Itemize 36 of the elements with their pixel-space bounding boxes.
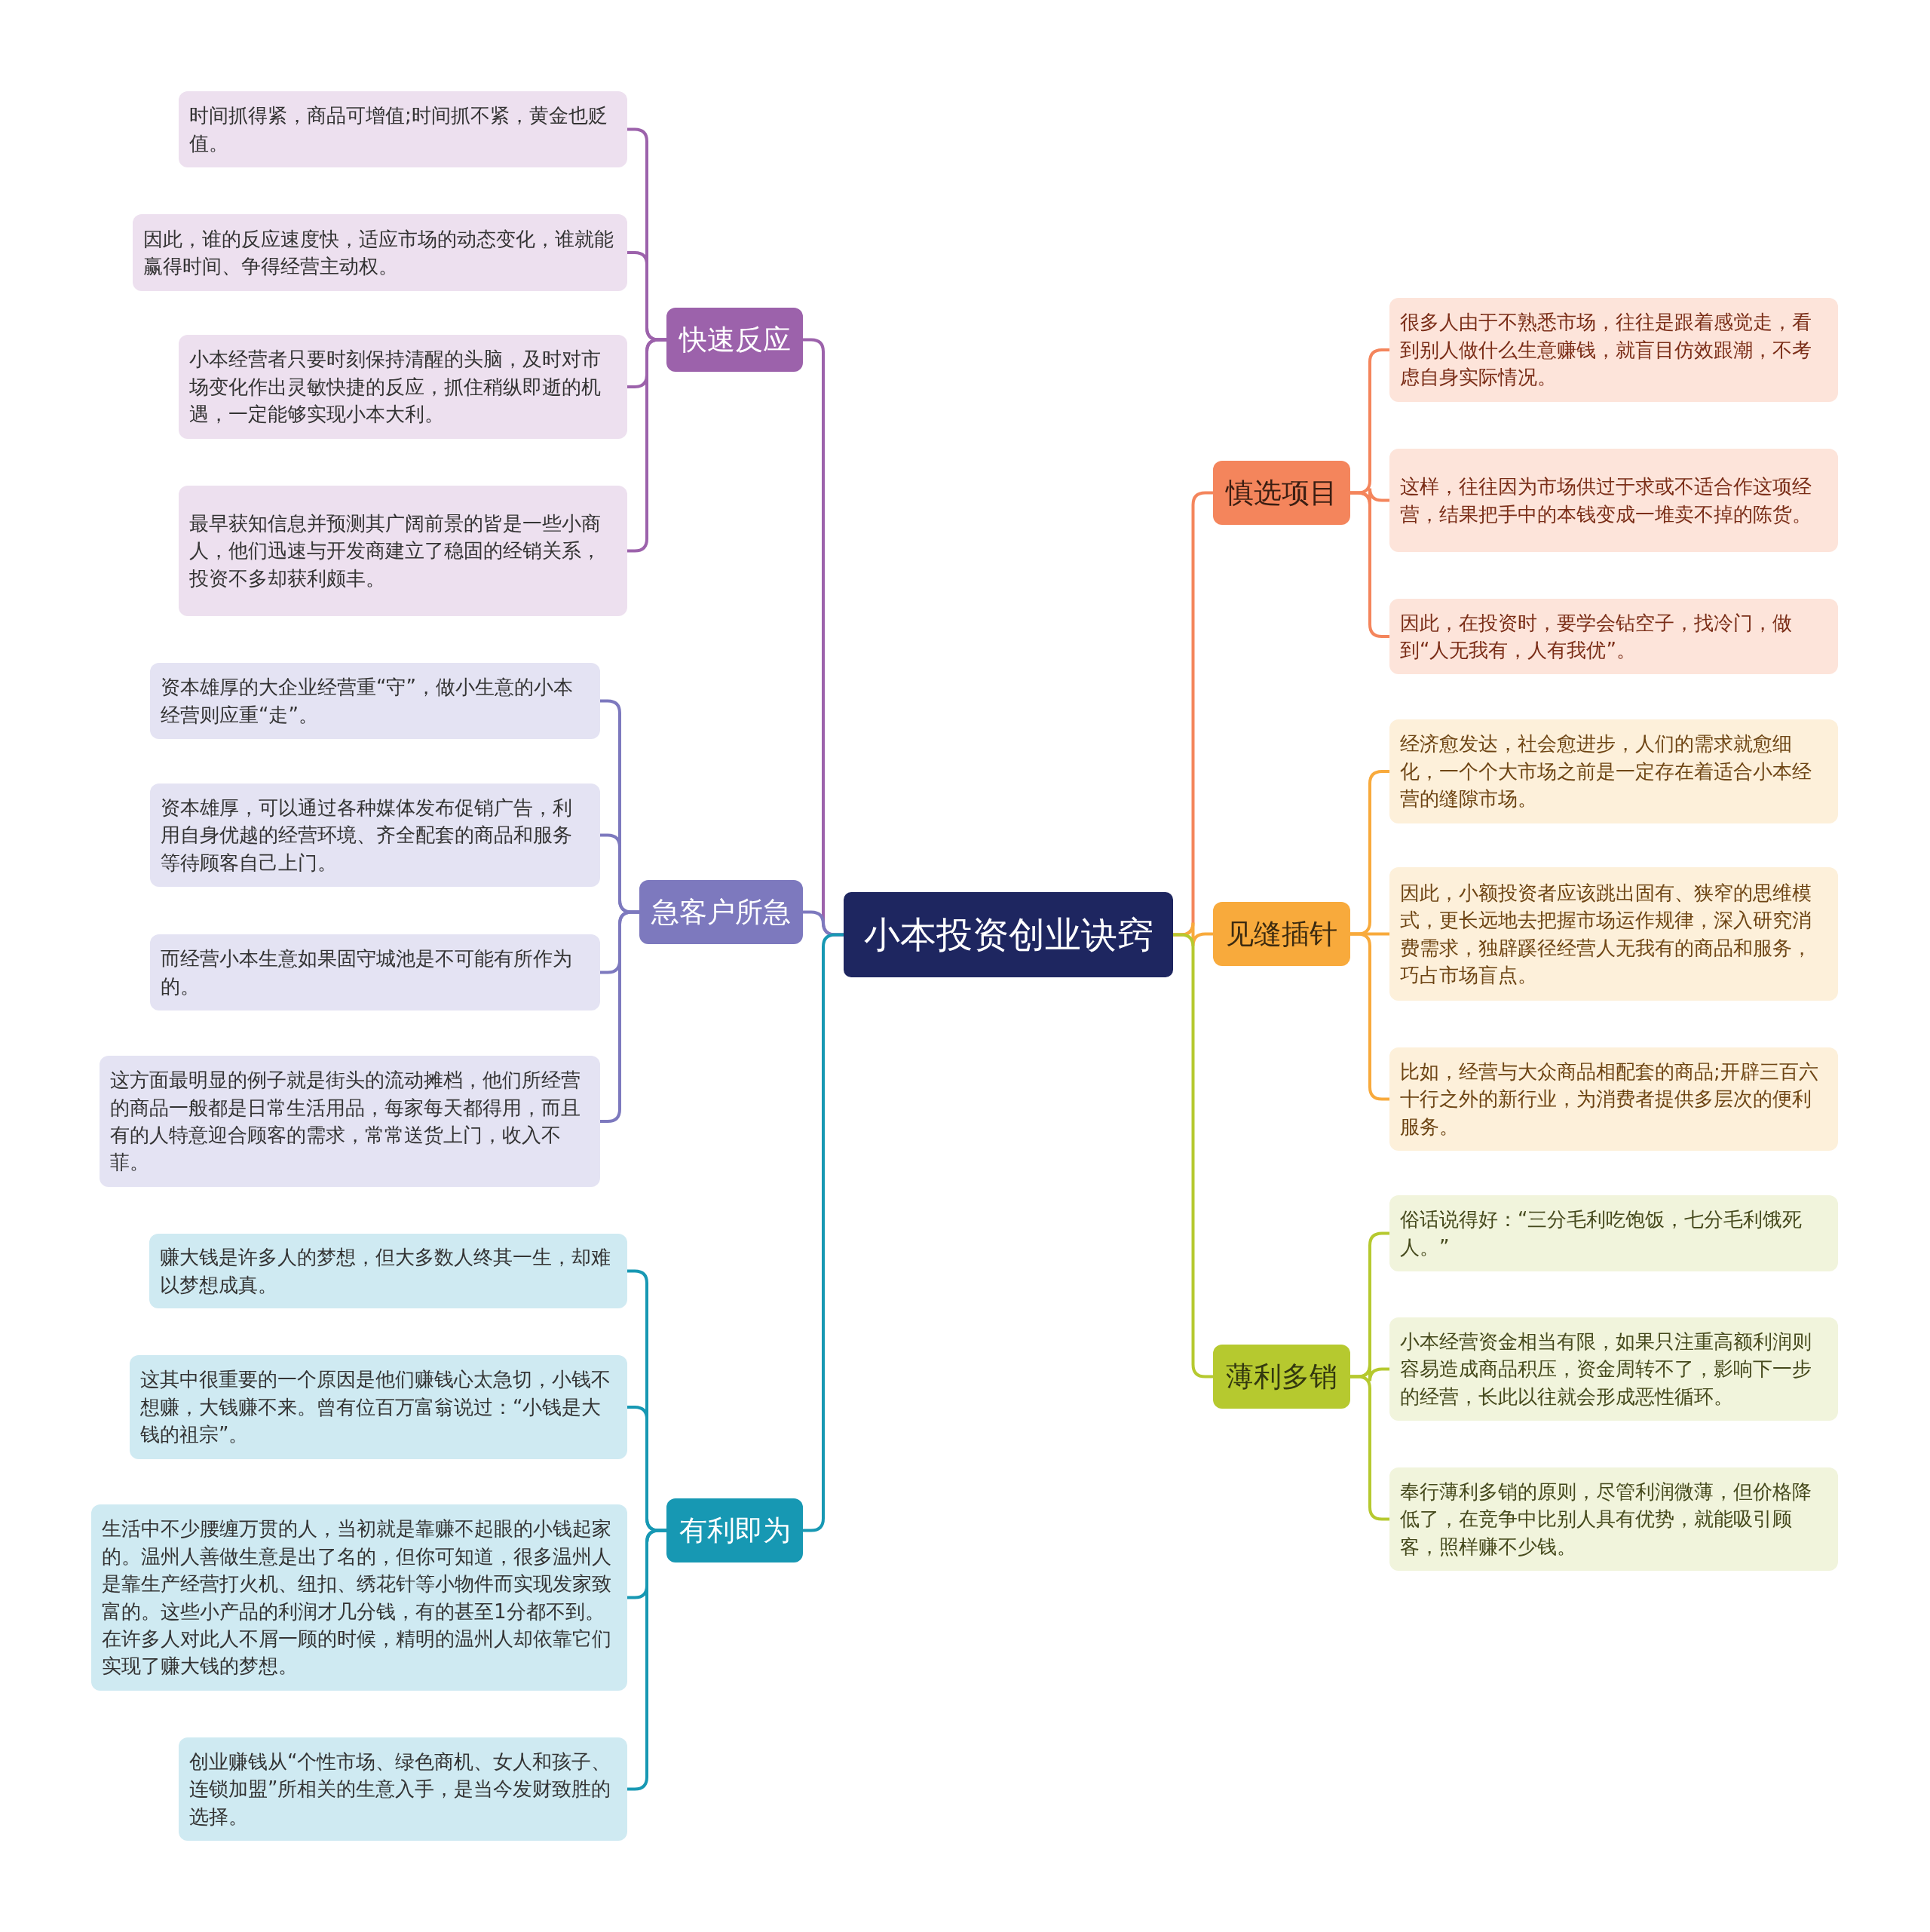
connector-line — [627, 1529, 666, 1791]
note-box: 这样，往往因为市场供过于求或不适合作这项经营，结果把手中的本钱变成一堆卖不掉的陈货。 — [1389, 449, 1838, 552]
connector-line — [1350, 1375, 1389, 1521]
connector-line — [1350, 491, 1389, 638]
note-box: 生活中不少腰缠万贯的人，当初就是靠赚不起眼的小钱起家的。温州人善做生意是出了名的，但你可知道，很多温州人是靠生产经营打火机、纽扣、绣花针等小物件而实现发家致富的。这些小产品的利润才几分钱，有的甚至1分都不到。在许多人对此人不屑一顾的时候，精明的温州人却依靠它们实现了赚大钱的梦想。 — [91, 1504, 627, 1691]
connector-line — [803, 933, 844, 1532]
connector-line — [627, 338, 666, 553]
note-box: 很多人由于不熟悉市场，往往是跟着感觉走，看到别人做什么生意赚钱，就盲目仿效跟潮，不考虑自身实际情况。 — [1389, 298, 1838, 402]
branch-topic: 急客户所急 — [639, 880, 803, 944]
note-box: 资本雄厚的大企业经营重“守”，做小生意的小本经营则应重“走”。 — [150, 663, 600, 739]
note-box: 时间抓得紧，商品可增值;时间抓不紧，黄金也贬值。 — [179, 91, 627, 167]
note-box: 比如，经营与大众商品相配套的商品;开辟三百六十行之外的新行业，为消费者提供多层次的便利服务。 — [1389, 1047, 1838, 1151]
note-box: 赚大钱是许多人的梦想，但大多数人终其一生，却难以梦想成真。 — [149, 1234, 627, 1308]
note-box: 资本雄厚，可以通过各种媒体发布促销广告，利用自身优越的经营环境、齐全配套的商品和服务等待顾客自己上门。 — [150, 784, 600, 887]
connector-line — [1173, 933, 1213, 1378]
note-box: 因此，小额投资者应该跳出固有、狭窄的思维模式，更长远地去把握市场运作规律，深入研究消费需求，独辟蹊径经营人无我有的商品和服务，巧占市场盲点。 — [1389, 867, 1838, 1001]
note-box: 这方面最明显的例子就是街头的流动摊档，他们所经营的商品一般都是日常生活用品，每家每天都得用，而且有的人特意迎合顾客的需求，常常送货上门，收入不菲。 — [100, 1056, 600, 1187]
branch-topic: 快速反应 — [666, 308, 803, 372]
branch-topic: 慎选项目 — [1213, 461, 1350, 525]
note-box: 最早获知信息并预测其广阔前景的皆是一些小商人，他们迅速与开发商建立了稳固的经销关系，投资不多却获利颇丰。 — [179, 486, 627, 616]
note-box: 俗话说得好：“三分毛利吃饱饭，七分毛利饿死人。” — [1389, 1195, 1838, 1271]
note-box: 小本经营者只要时刻保持清醒的头脑，及时对市场变化作出灵敏快捷的反应，抓住稍纵即逝的机遇，一定能够实现小本大利。 — [179, 335, 627, 439]
note-box: 奉行薄利多销的原则，尽管利润微薄，但价格降低了，在竞争中比别人具有优势，就能吸引顾客，照样赚不少钱。 — [1389, 1467, 1838, 1571]
note-box: 经济愈发达，社会愈进步，人们的需求就愈细化，一个个大市场之前是一定存在着适合小本经营的缝隙市场。 — [1389, 719, 1838, 823]
connector-line — [600, 910, 639, 1123]
branch-topic: 见缝插针 — [1213, 902, 1350, 966]
connector-line — [1350, 932, 1389, 1101]
note-box: 而经营小本生意如果固守城池是不可能有所作为的。 — [150, 934, 600, 1010]
note-box: 因此，在投资时，要学会钻空子，找冷门，做到“人无我有，人有我优”。 — [1389, 599, 1838, 674]
note-box: 小本经营资金相当有限，如果只注重高额利润则容易造成商品积压，资金周转不了，影响下一步的经营，长此以往就会形成恶性循环。 — [1389, 1317, 1838, 1421]
note-box: 创业赚钱从“个性市场、绿色商机、女人和孩子、连锁加盟”所相关的生意入手，是当今发财致胜的选择。 — [179, 1737, 627, 1841]
note-box: 这其中很重要的一个原因是他们赚钱心太急切，小钱不想赚，大钱赚不来。曾有位百万富翁说过：“小钱是大钱的祖宗”。 — [130, 1355, 627, 1459]
note-box: 因此，谁的反应速度快，适应市场的动态变化，谁就能赢得时间、争得经营主动权。 — [133, 214, 627, 291]
central-topic: 小本投资创业诀窍 — [844, 892, 1173, 977]
branch-topic: 有利即为 — [666, 1498, 803, 1562]
branch-topic: 薄利多销 — [1213, 1345, 1350, 1409]
